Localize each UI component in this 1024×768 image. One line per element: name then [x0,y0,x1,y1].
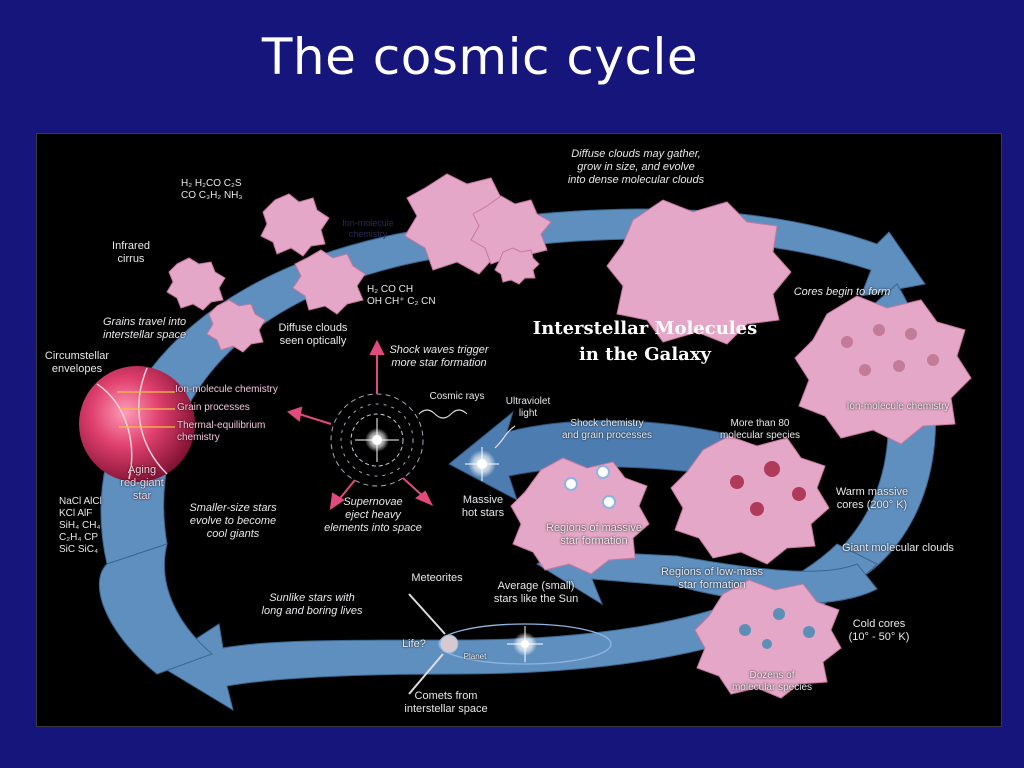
label-planet: Planet [463,652,487,661]
cosmic-ray-squiggle [418,409,468,419]
label-cold-cores: Cold cores (10° - 50° K) [848,618,910,643]
cosmic-cycle-diagram: Interstellar Molecules in the Galaxy Dif… [36,133,1002,727]
cold-cores-marks [739,608,815,649]
diagram-artwork [79,173,972,712]
label-regions-massive: Regions of massive star formation [546,522,642,547]
supernova [330,393,424,487]
label-giant-molecular-clouds: Giant molecular clouds [842,542,954,554]
label-massive-hot-stars: Massive hot stars [461,494,505,519]
label-average-stars: Average (small) stars like the Sun [493,580,579,605]
diagram-main-title: Interstellar Molecules in the Galaxy [532,318,758,365]
label-diffuse-clouds-gather: Diffuse clouds may gather, grow in size,… [567,148,705,186]
label-comets: Comets from interstellar space [404,690,488,715]
label-cores-begin: Cores begin to form [793,286,891,298]
planet-orbit [438,623,612,665]
cloud-infrared-cirrus [166,257,226,311]
label-ultraviolet-light: Ultraviolet light [505,396,551,419]
label-life: Life? [402,638,426,650]
planet [439,634,459,654]
cloud-upper-left [260,193,330,257]
molecular-clouds [166,173,972,699]
cloud-warm-cores [670,435,830,565]
cloud-dense-molecular [606,199,792,345]
cloud-ion-molecule [292,249,366,315]
label-more-than-80-species: More than 80 molecular species [719,418,801,441]
label-grains-travel: Grains travel into interstellar space [103,316,187,341]
label-sunlike-stars: Sunlike stars with long and boring lives [261,592,363,617]
massive-formation-stars [564,465,616,509]
label-warm-massive-cores: Warm massive cores (200° K) [835,486,909,511]
forming-cores-marks [841,324,939,376]
cloud-diffuse-optical [206,299,266,353]
cloud-small-drift [494,247,540,285]
massive-hot-star [465,447,499,481]
label-dozens-species: Dozens of molecular species [731,670,813,693]
slide-title: The cosmic cycle [261,28,699,86]
label-cosmic-rays: Cosmic rays [429,391,485,402]
red-giant-pointers [117,391,175,428]
label-infrared-cirrus: Infrared cirrus [112,240,150,265]
label-smaller-stars: Smaller-size stars evolve to become cool… [189,502,277,540]
cloud-cores-forming [794,295,972,445]
ultraviolet-squiggle [494,425,516,449]
label-ion-molecule-chemistry-star: Ion-molecule chemistry [175,384,278,395]
label-molecules-center: H₂ CO CH OH CH⁺ C₂ CN [367,284,436,307]
label-aging-red-giant: Aging red-giant star [120,464,164,502]
red-giant-star [79,366,195,482]
label-thermal-equilibrium: Thermal-equilibrium chemistry [177,420,266,443]
cloud-massive-formation [510,457,650,575]
label-ion-molecule-chemistry-right: Ion-molecule chemistry [846,401,950,412]
warm-cores-marks [730,461,806,516]
label-diffuse-clouds-optically: Diffuse clouds seen optically [278,322,348,347]
label-grain-processes: Grain processes [177,402,250,413]
label-shock-chemistry: Shock chemistry and grain processes [561,418,653,441]
label-supernovae: Supernovae eject heavy elements into spa… [324,496,422,534]
label-shock-waves: Shock waves trigger more star formation [389,344,489,369]
supernova-ejection-arrows [286,339,434,511]
inner-return-arrow [448,410,728,502]
meteorite-trail [408,593,446,635]
cloud-cold-cores [694,579,842,699]
label-ion-molecule-chemistry-top: Ion-molecule chemistry [342,218,394,239]
label-molecules-top-left: H₂ H₂CO C₂S CO C₃H₂ NH₃ [181,178,243,201]
comet-trail [408,653,444,695]
label-circumstellar-envelopes: Circumstellar envelopes [44,350,110,375]
label-meteorites: Meteorites [411,572,463,584]
label-regions-low-mass: Regions of low-mass star formation [660,566,764,591]
sunlike-star [507,626,543,662]
label-molecules-bottom-left: NaCl AlCl KCl AlF SiH₄ CH₄ C₂H₄ CP SiC S… [59,496,102,555]
